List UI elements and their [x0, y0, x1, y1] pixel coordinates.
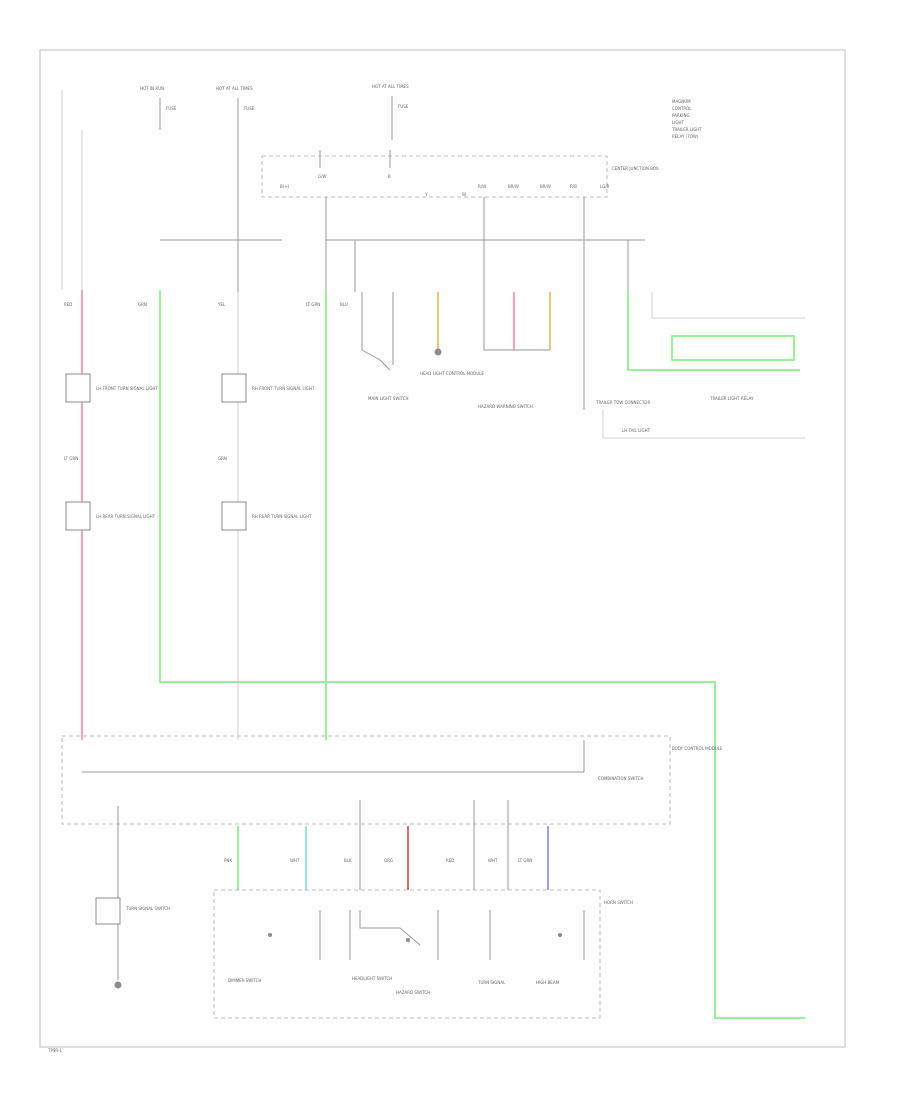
- lh-tail-label: LH TAIL LIGHT: [622, 428, 651, 433]
- wire-label-11: ORG: [384, 858, 393, 863]
- wire-label-12: RED: [446, 858, 454, 863]
- relay-label: TRAILER LIGHT RELAY: [709, 396, 754, 401]
- fuse-label-2: FUSE: [244, 106, 255, 111]
- wire-label-13: WHT: [488, 858, 498, 863]
- junction-box: [261, 155, 608, 198]
- wire-label-14: LT GRN: [518, 858, 532, 863]
- rh-rear-turn-light: RH REAR TURN SIGNAL LIGHT: [221, 501, 312, 531]
- jb-pin-2: G/W: [318, 174, 326, 179]
- bottom-label-5: HIGH BEAM: [536, 980, 560, 985]
- jb-pin-1: B(+): [280, 184, 290, 189]
- relay-line-top: [651, 292, 805, 319]
- wire-label-3: YEL: [217, 302, 226, 307]
- combination-switch-box: [61, 735, 671, 825]
- wire-label-9: WHT: [290, 858, 300, 863]
- svg-text:LH REAR TURN SIGNAL LIGHT: LH REAR TURN SIGNAL LIGHT: [96, 514, 156, 519]
- title-block: MAGNUM CONTROL PARKING LIGHT TRAILER LIG…: [671, 99, 702, 139]
- svg-text:RH FRONT TURN SIGNAL LIGHT: RH FRONT TURN SIGNAL LIGHT: [252, 386, 315, 391]
- wire-label-6: LT GRN: [64, 456, 78, 461]
- jb-pin-10: LG/R: [600, 184, 610, 189]
- right-return-line: [602, 410, 805, 439]
- title-line-3: PARKING: [672, 113, 690, 118]
- ground-dot: [434, 348, 442, 356]
- bottom-label-4: TURN SIGNAL: [477, 980, 506, 985]
- svg-text:MAIN LIGHT SWITCH: MAIN LIGHT SWITCH: [368, 396, 409, 401]
- jb-pin-9: R/B: [570, 184, 577, 189]
- rh-front-turn-light: RH FRONT TURN SIGNAL LIGHT: [221, 373, 315, 403]
- wire-label-4: LT GRN: [306, 302, 320, 307]
- diagram-frame: [39, 49, 846, 1048]
- wire-label-1: RED: [64, 302, 72, 307]
- jb-pin-8: BR/W: [540, 184, 551, 189]
- lh-rear-turn-light: LH REAR TURN SIGNAL LIGHT: [65, 501, 156, 531]
- lower-ground-dot: [114, 981, 122, 989]
- title-line-6: RELAY (TOW): [672, 134, 699, 139]
- horn-switch-label: HORN SWITCH: [604, 900, 633, 905]
- svg-text:LH FRONT TURN SIGNAL LIGHT: LH FRONT TURN SIGNAL LIGHT: [96, 386, 158, 391]
- module-label: HEAD LIGHT CONTROL MODULE: [420, 371, 484, 376]
- switch-contacts: [268, 910, 585, 960]
- wire-label-8: PNK: [224, 858, 232, 863]
- lh-front-turn-light: LH FRONT TURN SIGNAL LIGHT: [65, 373, 158, 403]
- combination-switch-label: COMBINATION SWITCH: [598, 776, 643, 781]
- junction-box-label: CENTER JUNCTION BOX: [612, 166, 659, 171]
- trailer-relay-box: [671, 335, 795, 361]
- bcm-label: BODY CONTROL MODULE: [672, 746, 723, 751]
- svg-text:RH REAR TURN SIGNAL LIGHT: RH REAR TURN SIGNAL LIGHT: [252, 514, 312, 519]
- title-line-2: CONTROL: [672, 106, 692, 111]
- fuse-label-3: FUSE: [398, 104, 409, 109]
- hazard-switch-label: HAZARD WARNING SWITCH: [478, 404, 533, 409]
- switch-assembly-box: [213, 889, 601, 1019]
- bottom-label-1: DIMMER SWITCH: [228, 978, 261, 983]
- jb-pin-5: W: [462, 192, 466, 197]
- title-line-5: TRAILER LIGHT: [671, 127, 702, 132]
- main-light-switch: MAIN LIGHT SWITCH: [361, 292, 409, 401]
- wire-label-2: GRN: [138, 302, 147, 307]
- green-wire-right: [627, 292, 800, 371]
- green-wire-long: [159, 290, 805, 1019]
- tow-connector-label: TRAILER TOW CONNECTOR: [595, 400, 650, 405]
- jb-pin-7: BR/W: [508, 184, 519, 189]
- jb-pin-4: Y: [424, 192, 428, 197]
- lower-left-component: [95, 897, 121, 925]
- source-label-1: HOT IN RUN: [140, 86, 164, 91]
- wire-label-5: BLU: [340, 302, 348, 307]
- title-line-1: MAGNUM: [672, 99, 691, 104]
- bottom-label-2: HEADLIGHT SWITCH: [352, 976, 392, 981]
- jb-pin-6: R/W: [478, 184, 486, 189]
- wire-label-7: GRN: [218, 456, 227, 461]
- bottom-label-3: HAZARD SWITCH: [396, 990, 430, 995]
- source-label-3: HOT AT ALL TIMES: [372, 84, 409, 89]
- turn-signal-switch-label: TURN SIGNAL SWITCH: [125, 906, 170, 911]
- fuse-label-1: FUSE: [166, 106, 177, 111]
- footer-code: TPSR-1: [47, 1048, 62, 1053]
- jb-pin-3: B: [388, 174, 391, 179]
- wire-label-10: BLK: [344, 858, 352, 863]
- source-label-2: HOT AT ALL TIMES: [216, 86, 253, 91]
- title-line-4: LIGHT: [672, 120, 685, 125]
